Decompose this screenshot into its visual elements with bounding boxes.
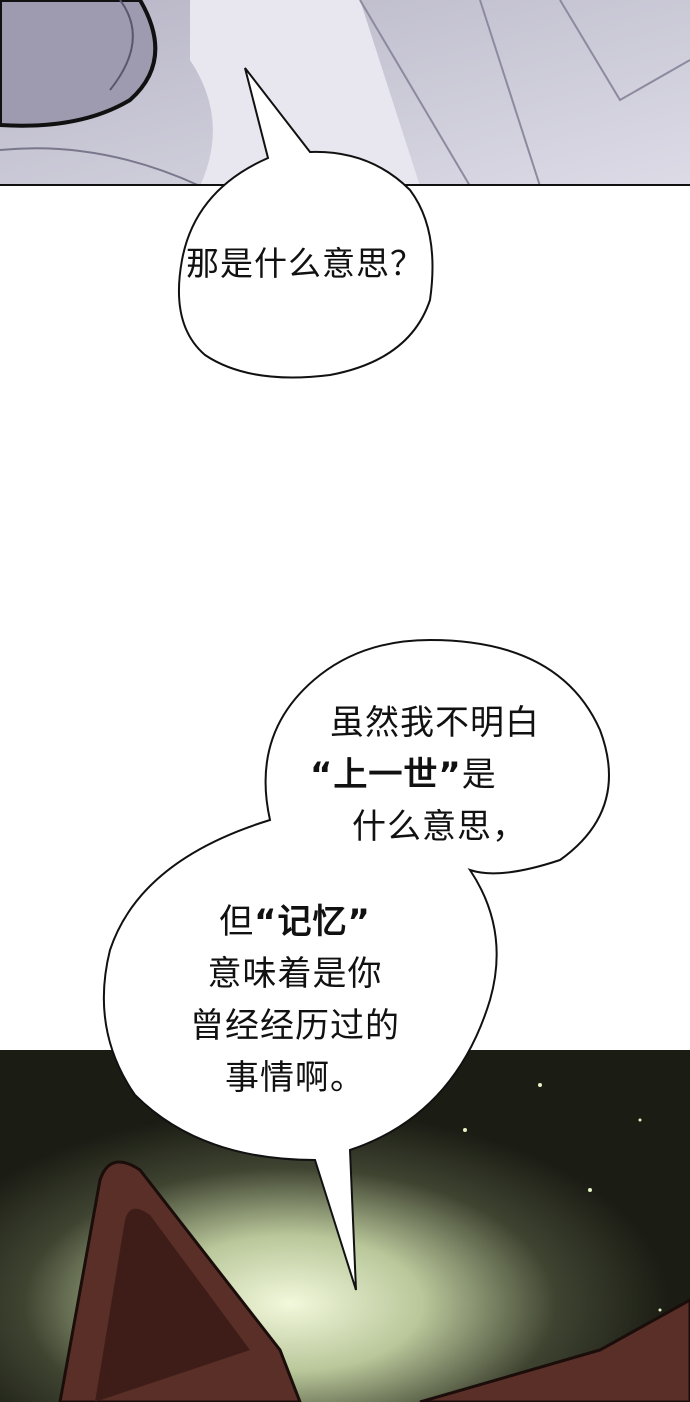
quote-previous-life: “上一世” [310, 755, 462, 795]
bubble-3-line-1-pre: 但 [219, 902, 255, 942]
bubble-1-line: 那是什么意思？ [186, 244, 424, 283]
top-panel-artwork [0, 0, 690, 186]
speech-bubble-1 [177, 67, 434, 379]
bubble-3-line-2: 意味着是你 [207, 954, 383, 994]
fabric-illustration [0, 0, 690, 186]
bubble-3-line-1: 但“记忆” [190, 896, 400, 948]
quote-memory: “记忆” [254, 902, 371, 942]
bubble-2-line-3: 什么意思， [352, 807, 527, 847]
bubble-2-line-2: “上一世”是 [310, 749, 540, 801]
bubble-2-line-2-rest: 是 [461, 755, 497, 795]
bubble-2-line-1: 虽然我不明白 [330, 703, 540, 743]
bubble-1-text: 那是什么意思？ [186, 238, 424, 290]
bubble-2-text: 虽然我不明白 “上一世”是 什么意思， [310, 697, 540, 853]
bubble-3-line-4: 事情啊。 [225, 1058, 365, 1098]
bubble-3-text: 但“记忆” 意味着是你 曾经经历过的 事情啊。 [190, 896, 400, 1104]
bubble-3-line-3: 曾经经历过的 [190, 1006, 400, 1046]
